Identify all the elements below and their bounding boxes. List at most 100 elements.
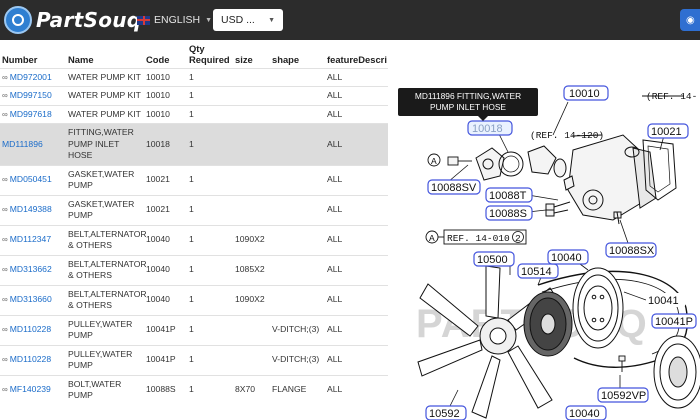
part-number-link[interactable]: MD997618	[9, 108, 52, 119]
cell-number[interactable]: ∞MD112347	[0, 224, 66, 255]
cell-number[interactable]: ∞MD050451	[0, 164, 66, 195]
cell-size	[233, 67, 270, 87]
cell-code: 10021	[144, 164, 187, 195]
svg-text:10088S: 10088S	[489, 208, 527, 220]
cell-number[interactable]: ∞MF140239	[0, 374, 66, 405]
cart-button[interactable]: ◉	[680, 9, 700, 31]
cell-number[interactable]: ∞MD997150	[0, 86, 66, 105]
cell-name: BOLT,WATER PUMP	[66, 374, 144, 405]
col-header-feature[interactable]: featureDescri	[327, 53, 387, 65]
currency-value: USD ...	[221, 14, 255, 26]
cell-code: 10041P	[144, 344, 187, 375]
callout-10041p[interactable]: 10041P	[651, 313, 697, 329]
callout-10500[interactable]: 10500	[473, 251, 515, 267]
svg-text:10514: 10514	[521, 266, 552, 278]
callout-10040-bottom[interactable]: 10040	[565, 405, 607, 420]
part-number-link[interactable]: MD997150	[9, 90, 52, 100]
diagram-svg: PARTSOUQ	[416, 85, 700, 420]
cell-shape	[270, 123, 325, 165]
col-header-code[interactable]: Code	[146, 53, 170, 65]
cell-feature: ALL	[325, 314, 388, 345]
cell-feature: ALL	[325, 164, 388, 195]
callout-10021[interactable]: 10021	[647, 123, 689, 139]
svg-text:10500: 10500	[477, 254, 508, 266]
cell-number[interactable]: ∞MD997618	[0, 104, 66, 124]
cell-number[interactable]: ∞MD313660	[0, 284, 66, 315]
part-number-link[interactable]: MD313662	[9, 264, 52, 275]
part-tooltip: MD111896 FITTING,WATER PUMP INLET HOSE	[398, 88, 538, 121]
cell-code: 10021	[144, 194, 187, 225]
col-header-qty[interactable]: Qty Required	[189, 42, 230, 65]
svg-text:10088T: 10088T	[489, 190, 527, 202]
part-number-link[interactable]: MD050451	[9, 174, 52, 185]
cell-number[interactable]: ∞MD313662	[0, 254, 66, 285]
part-number-link[interactable]: MD110228	[9, 324, 52, 335]
callout-10010[interactable]: 10010	[563, 85, 609, 101]
cell-size: 1090X2	[233, 224, 270, 255]
part-number-link[interactable]: MD111896	[2, 138, 43, 149]
cell-number[interactable]: ∞MD149388	[0, 194, 66, 225]
currency-select[interactable]: USD ... ▼	[213, 9, 283, 31]
col-header-number[interactable]: Number	[2, 53, 38, 65]
cell-size	[233, 86, 270, 105]
cell-qty: 1	[187, 224, 233, 255]
cell-number[interactable]: MD111896	[0, 123, 66, 165]
logo[interactable]: PartSouq	[4, 5, 141, 35]
language-selector[interactable]: ENGLISH ▼	[137, 13, 212, 27]
link-icon: ∞	[2, 175, 8, 185]
cell-code: 10041P	[144, 314, 187, 345]
link-icon: ∞	[2, 72, 8, 82]
callout-10088sv[interactable]: 10088SV	[427, 179, 481, 195]
callout-10088t[interactable]: 10088T	[485, 187, 533, 203]
cell-shape	[270, 284, 325, 315]
callout-10514[interactable]: 10514	[517, 263, 559, 279]
callout-10040[interactable]: 10040	[547, 249, 589, 265]
cell-shape	[270, 254, 325, 285]
part-number-link[interactable]: MD110228	[9, 354, 52, 365]
cell-number[interactable]: ∞MD110228	[0, 314, 66, 345]
part-number-link[interactable]: MF140239	[9, 384, 51, 395]
col-header-size[interactable]: size	[235, 53, 253, 65]
col-header-shape[interactable]: shape	[272, 53, 300, 65]
part-number-link[interactable]: MD112347	[9, 234, 52, 245]
part-number-link[interactable]: MD972001	[9, 71, 52, 82]
callout-10088s[interactable]: 10088S	[485, 205, 533, 221]
cell-feature: ALL	[325, 374, 388, 405]
parts-diagram[interactable]: PARTSOUQ	[388, 40, 700, 420]
cell-name: BELT,ALTERNATOR & OTHERS	[66, 284, 147, 315]
link-icon: ∞	[2, 325, 8, 335]
svg-text:10040: 10040	[551, 252, 582, 264]
callout-10018[interactable]: 10018	[467, 120, 513, 136]
svg-text:10041: 10041	[648, 295, 679, 307]
callout-10041[interactable]: 10041	[646, 293, 686, 307]
callout-10592vp[interactable]: 10592VP	[597, 387, 649, 403]
svg-text:10018: 10018	[472, 123, 503, 135]
cell-shape: FLANGE	[270, 374, 325, 405]
uk-flag-icon	[137, 15, 150, 25]
cell-size	[233, 194, 270, 225]
part-number-link[interactable]: MD313660	[9, 294, 52, 305]
cell-feature: ALL	[325, 104, 388, 124]
part-number-link[interactable]: MD149388	[9, 204, 52, 215]
link-icon: ∞	[2, 355, 8, 365]
col-header-name[interactable]: Name	[68, 53, 94, 65]
callout-10088sx[interactable]: 10088SX	[605, 242, 657, 258]
svg-text:10592VP: 10592VP	[601, 390, 646, 402]
cell-shape	[270, 86, 325, 105]
callout-10592[interactable]: 10592	[425, 405, 467, 420]
cell-number[interactable]: ∞MD110228	[0, 344, 66, 375]
cell-feature: ALL	[325, 86, 388, 105]
cell-number[interactable]: ∞MD972001	[0, 67, 66, 87]
